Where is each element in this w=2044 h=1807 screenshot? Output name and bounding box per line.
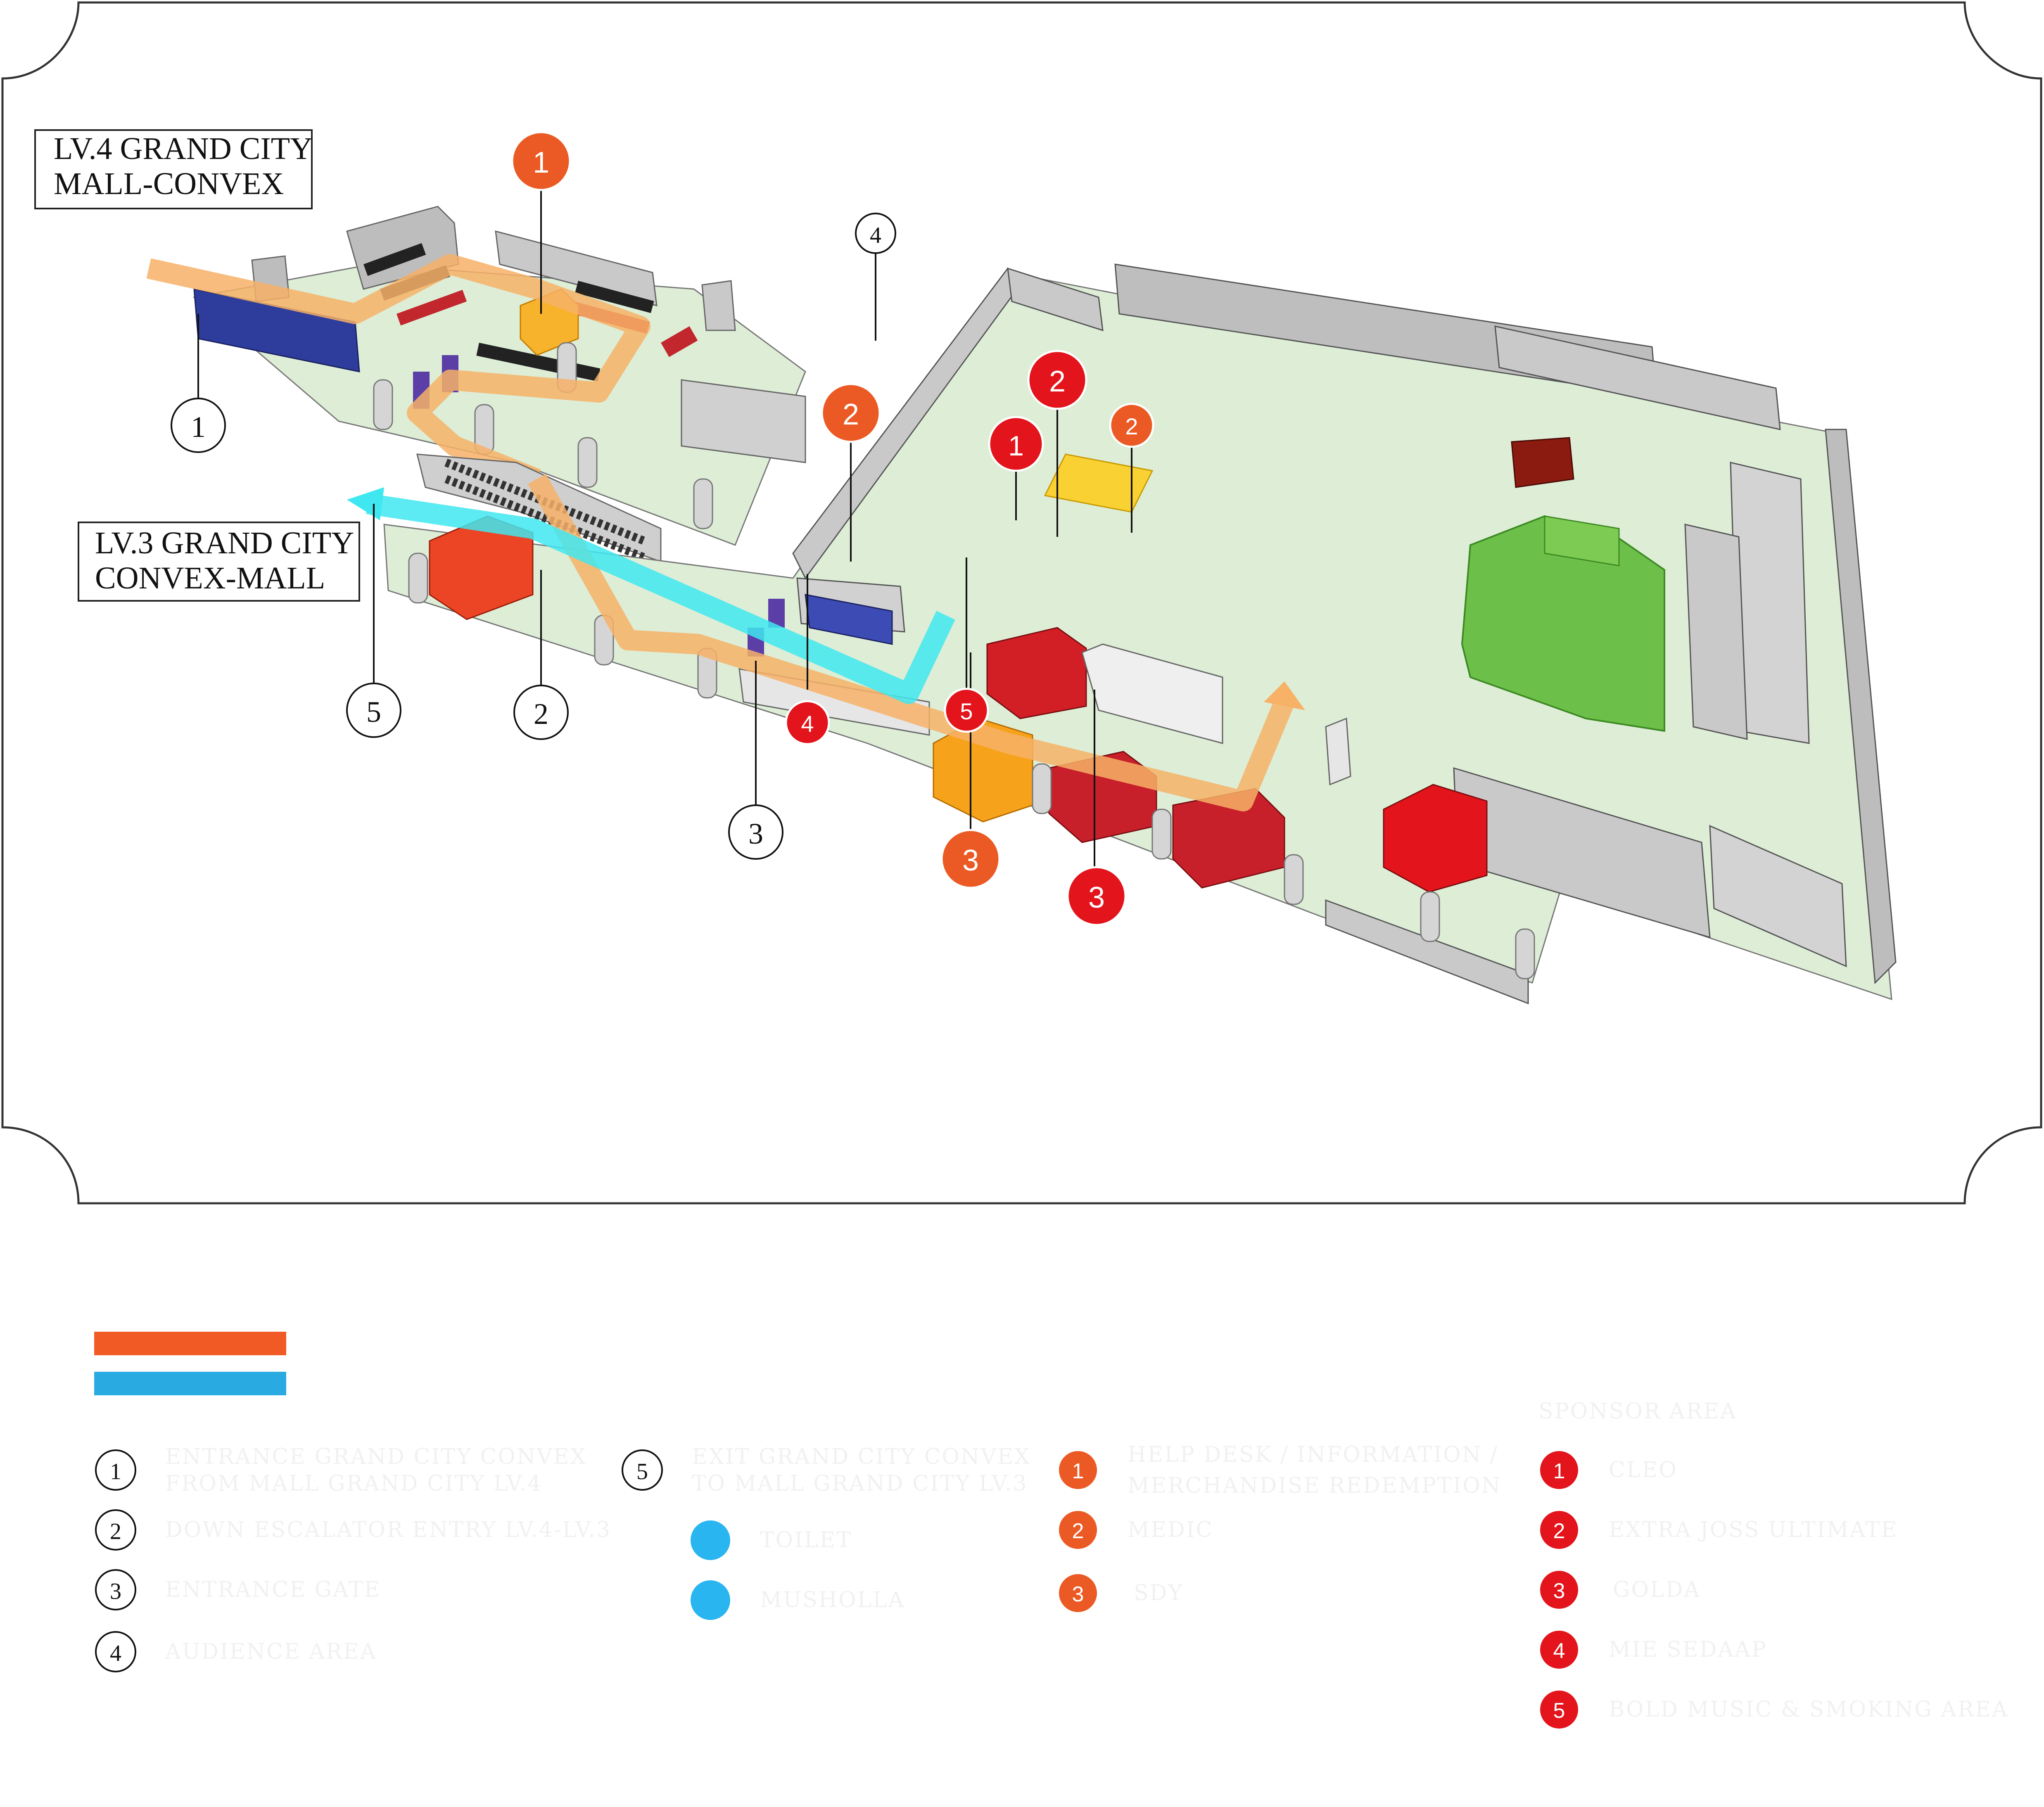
svg-text:5: 5 [960, 698, 973, 724]
svg-text:1: 1 [533, 146, 549, 179]
svg-text:4: 4 [110, 1641, 121, 1666]
svg-text:HELP DESK / INFORMATION /: HELP DESK / INFORMATION / [1128, 1442, 1498, 1467]
map-facility-2a: 2 [821, 383, 881, 443]
lv3-label-line1: LV.3 GRAND CITY [95, 526, 354, 560]
lv3-label-plate: LV.3 GRAND CITY CONVEX-MALL [78, 522, 360, 602]
svg-text:TOILET: TOILET [760, 1528, 852, 1553]
svg-text:BOLD MUSIC & SMOKING AREA: BOLD MUSIC & SMOKING AREA [1609, 1697, 2009, 1722]
svg-text:AUDIENCE AREA: AUDIENCE AREA [165, 1639, 377, 1664]
entry-route-lv4 [146, 254, 650, 489]
svg-text:ENTRANCE GATE: ENTRANCE GATE [165, 1577, 381, 1602]
map-marker-2: 2 [513, 685, 569, 740]
legend-numbered: 1 ENTRANCE GRAND CITY CONVEX FROM MALL G… [95, 1444, 1031, 1672]
svg-text:3: 3 [1072, 1582, 1084, 1606]
lv4-area [146, 206, 806, 546]
legend-facilities: 1 HELP DESK / INFORMATION / MERCHANDISE … [1057, 1442, 1501, 1614]
map-marker-5: 5 [346, 683, 401, 738]
svg-text:4: 4 [1553, 1639, 1565, 1663]
svg-text:3: 3 [110, 1579, 121, 1604]
svg-text:2: 2 [843, 398, 859, 431]
svg-text:3: 3 [962, 844, 979, 877]
svg-text:3: 3 [1088, 881, 1105, 914]
lv3-hall [347, 263, 1897, 1005]
lv4-label-line1: LV.4 GRAND CITY [54, 131, 313, 166]
map-marker-1: 1 [171, 398, 226, 453]
svg-text:EXTRA JOSS ULTIMATE: EXTRA JOSS ULTIMATE [1609, 1518, 1898, 1542]
legend-sponsor-2: 2 EXTRA JOSS ULTIMATE [1538, 1509, 1898, 1551]
map-facility-3: 3 [940, 829, 1001, 889]
svg-text:1: 1 [1072, 1459, 1084, 1483]
svg-text:4: 4 [801, 711, 814, 737]
exit-route [366, 493, 955, 704]
legend-sponsor-3: 3 GOLDA [1538, 1569, 1701, 1610]
legend-sponsor-1: 1 CLEO [1538, 1449, 1678, 1491]
svg-text:1: 1 [1553, 1459, 1565, 1483]
legend-facility-3: 3 SDY [1057, 1572, 1184, 1614]
svg-text:FROM MALL GRAND CITY LV.4: FROM MALL GRAND CITY LV.4 [165, 1471, 542, 1496]
svg-text:1: 1 [191, 410, 206, 443]
svg-text:2: 2 [534, 697, 548, 730]
svg-text:2: 2 [1072, 1519, 1084, 1543]
legend-item-5: 5 EXIT GRAND CITY CONVEX TO MALL GRAND C… [622, 1444, 1031, 1496]
legend-amenities: TOILET MUSHOLLA [691, 1520, 905, 1620]
lv4-label-plate: LV.4 GRAND CITY MALL-CONVEX [34, 129, 313, 209]
svg-text:CLEO: CLEO [1609, 1458, 1678, 1482]
svg-text:MERCHANDISE REDEMPTION: MERCHANDISE REDEMPTION [1128, 1473, 1501, 1498]
musholla-icon [691, 1580, 730, 1620]
svg-text:EXIT GRAND CITY CONVEX: EXIT GRAND CITY CONVEX [692, 1444, 1031, 1469]
svg-text:1: 1 [1008, 430, 1024, 462]
legend-item-4: 4 AUDIENCE AREA [95, 1631, 377, 1672]
svg-text:2: 2 [1125, 413, 1138, 439]
svg-text:3: 3 [1553, 1579, 1565, 1603]
map-marker-3: 3 [728, 804, 783, 860]
map-numbered-markers: 1 4 5 2 3 [171, 213, 896, 860]
svg-text:GOLDA: GOLDA [1613, 1577, 1701, 1602]
legend-sponsor-5: 5 BOLD MUSIC & SMOKING AREA [1538, 1689, 2009, 1730]
svg-text:5: 5 [636, 1459, 648, 1484]
legend-sponsors: SPONSOR AREA 1 CLEO 2 EXTRA JOSS ULTIMAT… [1538, 1399, 2009, 1730]
svg-text:MEDIC: MEDIC [1128, 1518, 1213, 1542]
svg-text:1: 1 [110, 1459, 121, 1484]
legend-facility-1: 1 HELP DESK / INFORMATION / MERCHANDISE … [1057, 1442, 1501, 1498]
svg-text:DOWN ESCALATOR ENTRY LV.4-LV.3: DOWN ESCALATOR ENTRY LV.4-LV.3 [165, 1518, 611, 1542]
lv3-label-line2: CONVEX-MALL [95, 561, 325, 595]
svg-text:2: 2 [110, 1519, 121, 1544]
legend-item-2: 2 DOWN ESCALATOR ENTRY LV.4-LV.3 [95, 1509, 611, 1551]
svg-text:MIE SEDAAP: MIE SEDAAP [1609, 1637, 1767, 1662]
svg-text:TO MALL GRAND CITY LV.3: TO MALL GRAND CITY LV.3 [692, 1471, 1028, 1496]
entry-route-swatch [94, 1332, 286, 1355]
svg-text:2: 2 [1553, 1519, 1565, 1543]
svg-text:ENTRANCE GRAND CITY CONVEX: ENTRANCE GRAND CITY CONVEX [165, 1444, 587, 1469]
map-sponsor-5: 5 [944, 688, 989, 733]
exit-route-swatch [94, 1372, 286, 1395]
svg-text:5: 5 [1553, 1699, 1565, 1723]
map-sponsor-4: 4 [785, 700, 830, 745]
toilet-icon [691, 1520, 730, 1560]
map-facility-markers: 1 2 2 3 [511, 131, 1154, 889]
map-facility-2b: 2 [1109, 403, 1154, 448]
map-sponsor-markers: 1 2 3 4 5 [785, 350, 1127, 926]
svg-text:5: 5 [366, 695, 381, 728]
svg-text:4: 4 [870, 223, 881, 248]
legend-facility-2: 2 MEDIC [1057, 1509, 1213, 1551]
map-marker-4: 4 [855, 213, 896, 254]
lv4-label-line2: MALL-CONVEX [54, 166, 284, 201]
svg-text:MUSHOLLA: MUSHOLLA [760, 1588, 905, 1613]
entry-route-lv3 [528, 474, 1294, 811]
legend: 1 ENTRANCE GRAND CITY CONVEX FROM MALL G… [94, 1332, 2009, 1730]
svg-text:2: 2 [1049, 365, 1066, 398]
map-facility-1: 1 [511, 131, 571, 191]
legend-musholla: MUSHOLLA [691, 1580, 905, 1620]
legend-item-3: 3 ENTRANCE GATE [95, 1569, 381, 1610]
map-sponsor-3: 3 [1066, 866, 1127, 926]
svg-text:SDY: SDY [1134, 1581, 1184, 1605]
sponsor-area-title: SPONSOR AREA [1538, 1399, 1737, 1424]
legend-sponsor-4: 4 MIE SEDAAP [1538, 1629, 1767, 1670]
svg-text:3: 3 [748, 817, 763, 850]
map-sponsor-1: 1 [988, 416, 1044, 472]
legend-toilet: TOILET [691, 1520, 852, 1560]
map-sponsor-2: 2 [1027, 350, 1087, 410]
legend-item-1: 1 ENTRANCE GRAND CITY CONVEX FROM MALL G… [95, 1444, 587, 1496]
